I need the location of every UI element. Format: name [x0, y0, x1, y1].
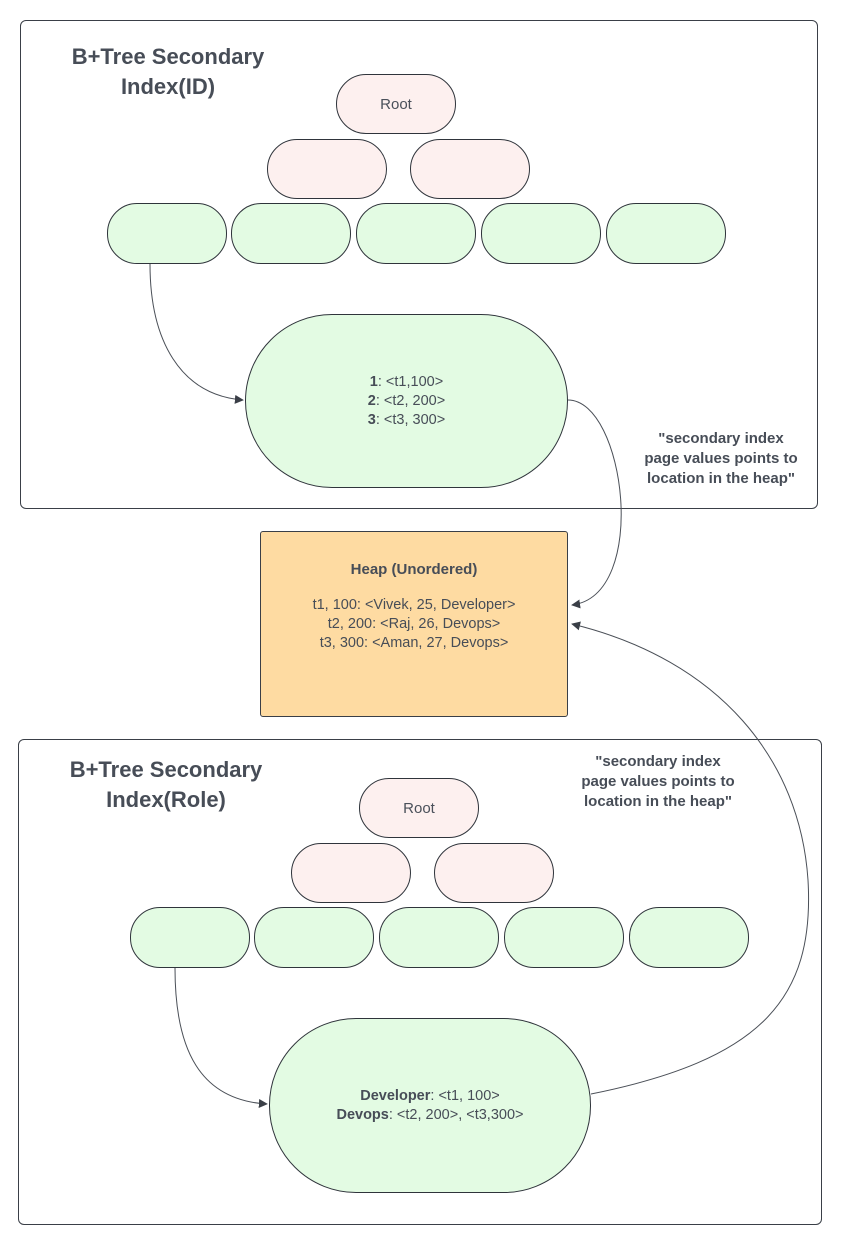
bottom-page-to-heap-arrow — [571, 621, 810, 1095]
bottom-leaf-node-3 — [379, 907, 499, 968]
top-page-row-key: 3 — [367, 411, 376, 428]
heap-row: t2, 200: <Raj, 26, Devops> — [327, 616, 501, 632]
bottom-index-note: "secondary index page values points to l… — [558, 752, 758, 812]
top-inner-node-left — [267, 139, 387, 199]
bottom-leaf-node-4 — [504, 907, 624, 968]
top-page-row-value: : <t1,100> — [377, 373, 444, 390]
top-page-row-key: 1 — [369, 373, 378, 390]
bottom-leaf-node-5 — [629, 907, 749, 968]
top-index-note: "secondary index page values points to l… — [621, 429, 821, 489]
top-leaf-node-5 — [606, 203, 726, 264]
top-index-title: B+Tree Secondary Index(ID) — [52, 42, 284, 102]
top-root-node: Root — [336, 74, 456, 134]
top-index-title-line1: B+Tree Secondary — [71, 44, 265, 69]
top-page-row-value: : <t2, 200> — [375, 392, 446, 409]
top-note-line2: page values points to — [644, 450, 798, 467]
bottom-index-page: Developer: <t1, 100> Devops: <t2, 200>, … — [269, 1018, 591, 1193]
top-page-to-heap-arrow — [567, 399, 622, 609]
bottom-note-line2: page values points to — [581, 773, 735, 790]
bottom-page-row-key: Developer — [360, 1087, 431, 1104]
top-inner-node-right — [410, 139, 530, 199]
bottom-index-title-line1: B+Tree Secondary — [69, 757, 263, 782]
heap-row: t1, 100: <Vivek, 25, Developer> — [312, 597, 516, 613]
top-page-row: 1: <t1,100> — [370, 373, 443, 392]
top-page-row-value: : <t3, 300> — [375, 411, 446, 428]
top-leaf-node-2 — [231, 203, 351, 264]
heap-row: t3, 300: <Aman, 27, Devops> — [319, 635, 509, 651]
top-note-line3: location in the heap" — [647, 470, 795, 487]
bottom-leaf-node-2 — [254, 907, 374, 968]
bottom-page-row-key: Devops — [336, 1106, 389, 1123]
bottom-index-title: B+Tree Secondary Index(Role) — [50, 755, 282, 815]
bottom-root-node: Root — [359, 778, 479, 838]
top-page-row: 3: <t3, 300> — [368, 411, 445, 430]
bottom-index-title-line2: Index(Role) — [106, 787, 226, 812]
top-leaf-to-page-arrow — [149, 263, 244, 404]
bottom-page-row: Developer: <t1, 100> — [360, 1087, 499, 1106]
top-note-line1: "secondary index — [658, 430, 784, 447]
bottom-inner-node-left — [291, 843, 411, 903]
bottom-leaf-node-1 — [130, 907, 250, 968]
bottom-leaf-to-page-arrow — [174, 967, 268, 1109]
bottom-page-row: Devops: <t2, 200>, <t3,300> — [336, 1106, 523, 1125]
top-index-page: 1: <t1,100> 2: <t2, 200> 3: <t3, 300> — [245, 314, 568, 488]
top-leaf-node-3 — [356, 203, 476, 264]
top-leaf-node-1 — [107, 203, 227, 264]
top-page-row-key: 2 — [367, 392, 376, 409]
bottom-page-row-value: : <t1, 100> — [430, 1087, 500, 1104]
heap-box: Heap (Unordered) t1, 100: <Vivek, 25, De… — [260, 531, 568, 717]
heap-title: Heap (Unordered) — [350, 561, 478, 578]
top-page-row: 2: <t2, 200> — [368, 392, 445, 411]
top-index-title-line2: Index(ID) — [120, 74, 216, 99]
bottom-inner-node-right — [434, 843, 554, 903]
bottom-note-line1: "secondary index — [595, 753, 721, 770]
bottom-note-line3: location in the heap" — [584, 793, 732, 810]
top-leaf-node-4 — [481, 203, 601, 264]
bottom-page-row-value: : <t2, 200>, <t3,300> — [388, 1106, 524, 1123]
